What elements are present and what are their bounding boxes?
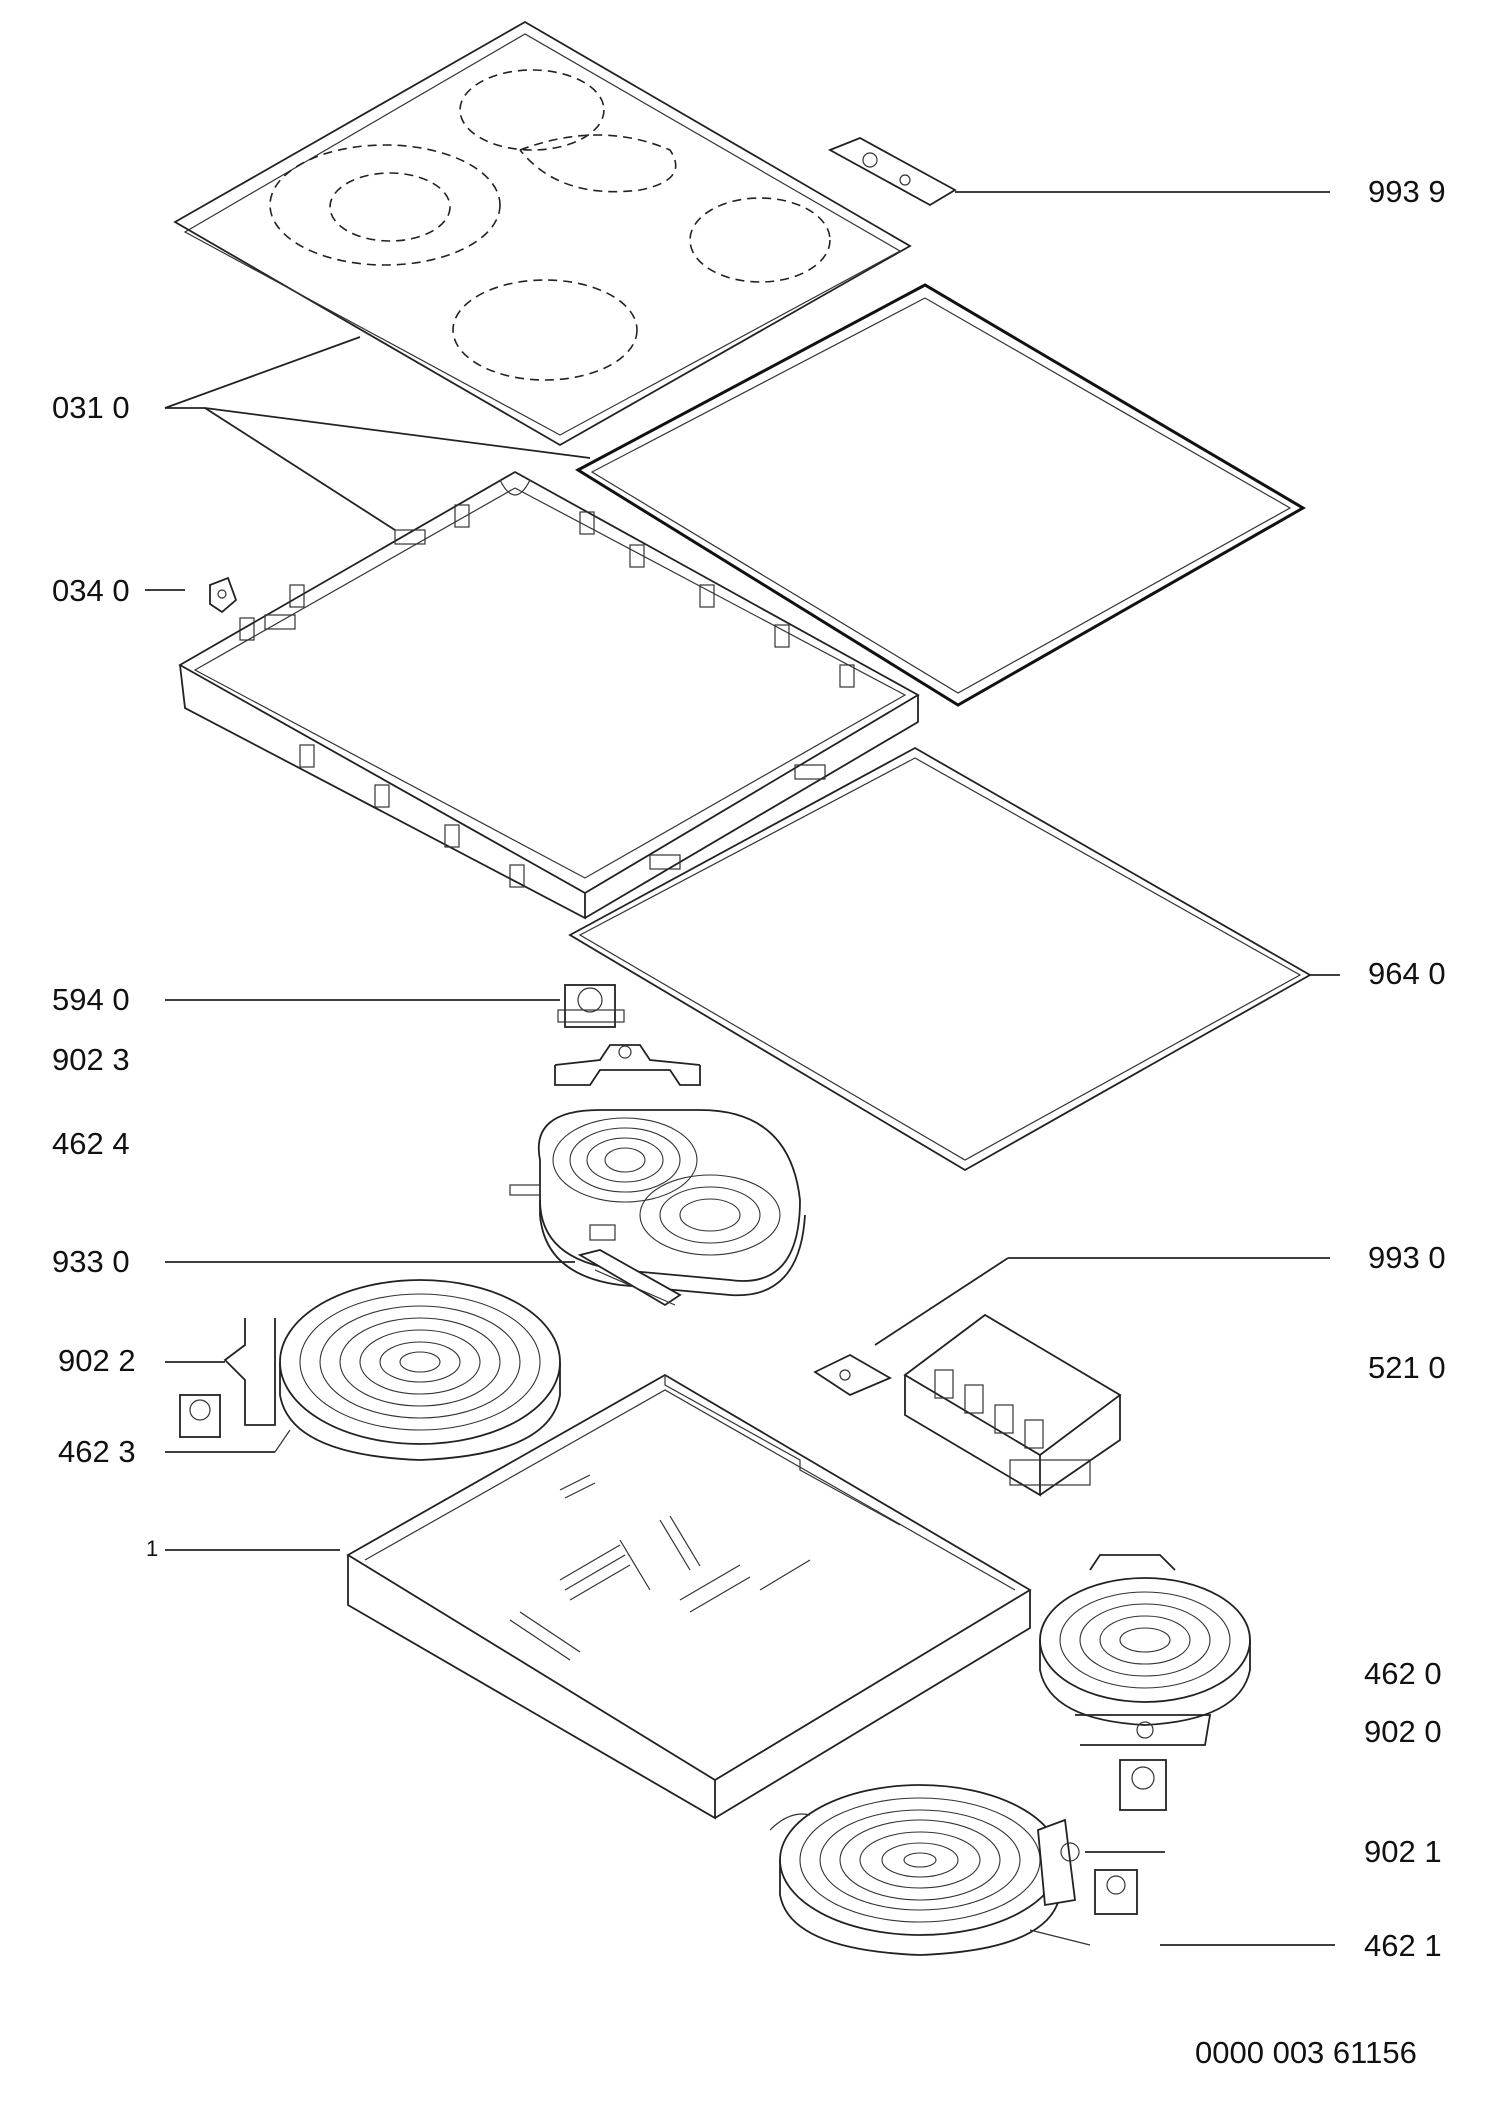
hob-frame (145, 470, 920, 920)
seal-frame-031-0 (164, 283, 1306, 707)
label-993-0: 993 0 (1368, 1240, 1446, 1275)
bracket-902-3 (554, 1044, 701, 1086)
label-462-4: 462 4 (52, 1126, 130, 1161)
bracket-993-0 (813, 1257, 1330, 1397)
thermostat-933-0 (165, 1249, 682, 1307)
label-462-3: 462 3 (58, 1434, 136, 1469)
label-031-0: 031 0 (52, 390, 130, 425)
label-521-0: 521 0 (1368, 1350, 1446, 1385)
label-902-2: 902 2 (58, 1343, 136, 1378)
heating-element-462-3 (165, 1279, 561, 1461)
label-462-0: 462 0 (1364, 1656, 1442, 1691)
bracket-902-0 (1075, 1714, 1212, 1811)
seal-964-0 (568, 746, 1340, 1172)
label-933-0: 933 0 (52, 1244, 130, 1279)
heating-element-462-1 (769, 1784, 1335, 1956)
document-number: 0000 003 61156 (1195, 2035, 1417, 2070)
clip-034-0 (209, 576, 238, 614)
label-594-0: 594 0 (52, 982, 130, 1017)
bracket-902-2 (165, 1318, 276, 1438)
heating-element-462-4 (509, 1109, 806, 1297)
label-902-1: 902 1 (1364, 1834, 1442, 1869)
heating-element-462-0 (1039, 1554, 1251, 1726)
ceramic-glass-top (173, 20, 912, 447)
terminal-594-0 (165, 984, 625, 1028)
bracket-902-1 (1037, 1818, 1165, 1915)
label-1: 1 (146, 1536, 159, 1561)
label-964-0: 964 0 (1368, 956, 1446, 991)
label-993-9: 993 9 (1368, 174, 1446, 209)
base-tray-1 (165, 1373, 1032, 1820)
label-902-0: 902 0 (1364, 1714, 1442, 1749)
switch-block-521-0 (903, 1313, 1122, 1497)
label-462-1: 462 1 (1364, 1928, 1442, 1963)
label-902-3: 902 3 (52, 1042, 130, 1077)
bracket-993-9 (827, 137, 1330, 207)
label-034-0: 034 0 (52, 573, 130, 608)
